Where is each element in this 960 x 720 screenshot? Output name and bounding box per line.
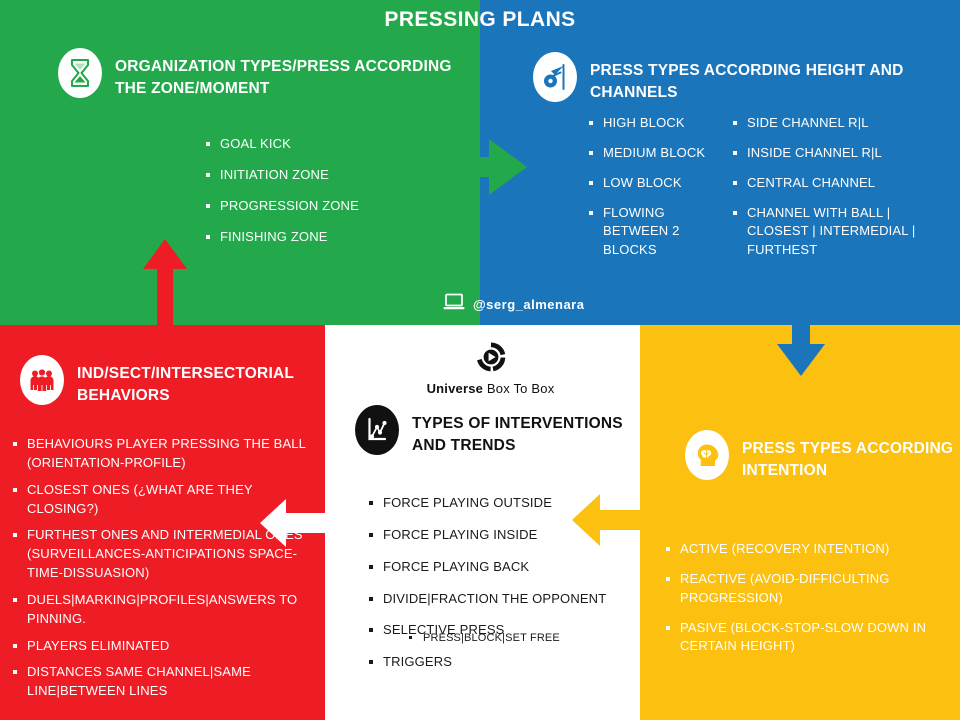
header-title: PRESS TYPES ACCORDING HEIGHT AND CHANNEL…: [590, 62, 904, 101]
list-item: PLAYERS ELIMINATED: [12, 637, 317, 656]
arrow-yellow-left-icon: [570, 492, 652, 553]
header-behaviors: IND/SECT/INTERSECTORIAL BEHAVIORS: [20, 355, 320, 407]
list-item: DISTANCES SAME CHANNEL|SAME LINE|BETWEEN…: [12, 663, 317, 701]
list-item: PROGRESSION ZONE: [205, 197, 405, 216]
list-item: FINISHING ZONE: [205, 228, 405, 247]
list-item: REACTIVE (AVOID-DIFFICULTING PROGRESSION…: [665, 570, 955, 608]
list-item: BEHAVIOURS PLAYER PRESSING THE BALL (ORI…: [12, 435, 317, 473]
list-behaviors: BEHAVIOURS PLAYER PRESSING THE BALL (ORI…: [12, 435, 317, 709]
list-channels: SIDE CHANNEL R|L INSIDE CHANNEL R|L CENT…: [732, 114, 947, 271]
page-title: PRESSING PLANS: [384, 8, 576, 31]
header-title: TYPES OF INTERVENTIONS AND TRENDS: [412, 415, 623, 454]
list-item: CENTRAL CHANNEL: [732, 174, 947, 193]
list-item: FORCE PLAYING INSIDE: [368, 526, 628, 545]
credit-handle-block: @serg_almenara: [443, 293, 584, 316]
header-press-types-height: PRESS TYPES ACCORDING HEIGHT AND CHANNEL…: [533, 52, 953, 104]
list-interventions-triggers: TRIGGERS: [368, 653, 628, 681]
list-item: CHANNEL WITH BALL | CLOSEST | INTERMEDIA…: [732, 204, 947, 261]
list-item: ACTIVE (RECOVERY INTENTION): [665, 540, 955, 559]
list-item: CLOSEST ONES (¿WHAT ARE THEY CLOSING?): [12, 481, 317, 519]
laptop-icon: [443, 293, 465, 316]
header-organization-types: ORGANIZATION TYPES/PRESS ACCORDING THE Z…: [58, 48, 458, 100]
arrow-green-right-icon: [437, 137, 529, 202]
list-item: FLOWING BETWEEN 2 BLOCKS: [588, 204, 728, 261]
list-item: PASIVE (BLOCK-STOP-SLOW DOWN IN CERTAIN …: [665, 619, 955, 657]
brand-name-bold: Universe: [426, 381, 484, 396]
panel-press-types-intention: [640, 325, 960, 720]
credit-handle-text: @serg_almenara: [473, 297, 585, 312]
header-title: IND/SECT/INTERSECTORIAL BEHAVIORS: [77, 365, 294, 404]
list-item: TRIGGERS: [368, 653, 628, 672]
list-intentions: ACTIVE (RECOVERY INTENTION) REACTIVE (AV…: [665, 540, 955, 667]
list-item: MEDIUM BLOCK: [588, 144, 728, 163]
list-item: PRESS|BLOCK|SET FREE: [408, 631, 628, 647]
list-item: INSIDE CHANNEL R|L: [732, 144, 947, 163]
list-item: SELECTIVE PRESS: [368, 621, 628, 640]
header-interventions: TYPES OF INTERVENTIONS AND TRENDS: [355, 405, 635, 457]
head-brain-icon: [685, 430, 729, 480]
list-block-heights: HIGH BLOCK MEDIUM BLOCK LOW BLOCK FLOWIN…: [588, 114, 728, 271]
brand-logo-block: Universe Box To Box: [408, 340, 573, 398]
list-interventions-sub: PRESS|BLOCK|SET FREE: [408, 631, 628, 653]
people-group-icon: [20, 355, 64, 405]
arrow-red-up-icon: [142, 237, 188, 334]
list-item: HIGH BLOCK: [588, 114, 728, 133]
list-item: FORCE PLAYING BACK: [368, 558, 628, 577]
list-item: SIDE CHANNEL R|L: [732, 114, 947, 133]
arrow-blue-down-icon: [775, 278, 827, 383]
list-organization-zones: GOAL KICK INITIATION ZONE PROGRESSION ZO…: [205, 135, 405, 258]
list-item: INITIATION ZONE: [205, 166, 405, 185]
whistle-icon: [533, 52, 577, 102]
header-title: PRESS TYPES ACCORDING INTENTION: [742, 440, 954, 479]
list-item: GOAL KICK: [205, 135, 405, 154]
brand-name: Universe Box To Box: [427, 381, 555, 396]
list-item: LOW BLOCK: [588, 174, 728, 193]
arrow-white-left-icon: [258, 497, 330, 554]
list-item: FURTHEST ONES AND INTERMEDIAL ONES (SURV…: [12, 526, 317, 583]
list-item: FORCE PLAYING OUTSIDE: [368, 494, 628, 513]
trend-chart-icon: [355, 405, 399, 455]
brand-name-light: Box To Box: [483, 381, 555, 396]
list-interventions: FORCE PLAYING OUTSIDE FORCE PLAYING INSI…: [368, 494, 628, 653]
header-press-types-intention: PRESS TYPES ACCORDING INTENTION: [685, 430, 955, 482]
list-item: DUELS|MARKING|PROFILES|ANSWERS TO PINNIN…: [12, 591, 317, 629]
play-swirl-icon: [408, 340, 573, 379]
header-title: ORGANIZATION TYPES/PRESS ACCORDING THE Z…: [115, 58, 452, 97]
hourglass-icon: [58, 48, 102, 98]
list-item: DIVIDE|FRACTION THE OPPONENT: [368, 590, 628, 609]
